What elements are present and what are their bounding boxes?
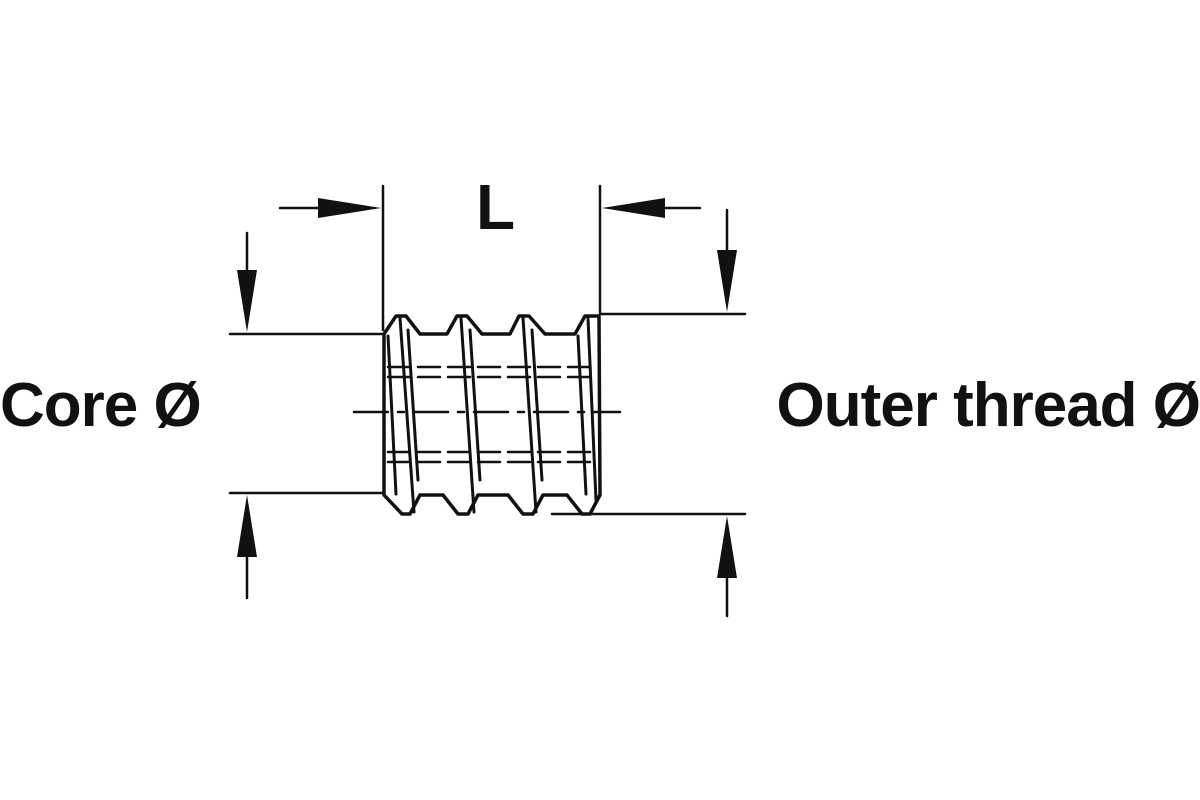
insert-outline xyxy=(382,314,602,516)
core-diameter-label: Core Ø xyxy=(0,371,202,440)
arrow-left-icon xyxy=(602,198,702,218)
arrow-up-icon xyxy=(717,516,737,618)
length-dimension xyxy=(278,184,702,332)
arrow-right-icon xyxy=(278,198,381,218)
arrow-up-icon xyxy=(237,495,257,600)
arrow-down-icon xyxy=(717,208,737,312)
core-diameter-dimension xyxy=(228,231,386,600)
outer-thread-diameter-label: Outer thread Ø xyxy=(776,371,1200,440)
thread-helix-lines xyxy=(386,316,598,514)
threaded-insert xyxy=(352,314,622,516)
hidden-bore-lines xyxy=(386,365,600,464)
length-label: L xyxy=(476,171,515,243)
arrow-down-icon xyxy=(237,231,257,332)
